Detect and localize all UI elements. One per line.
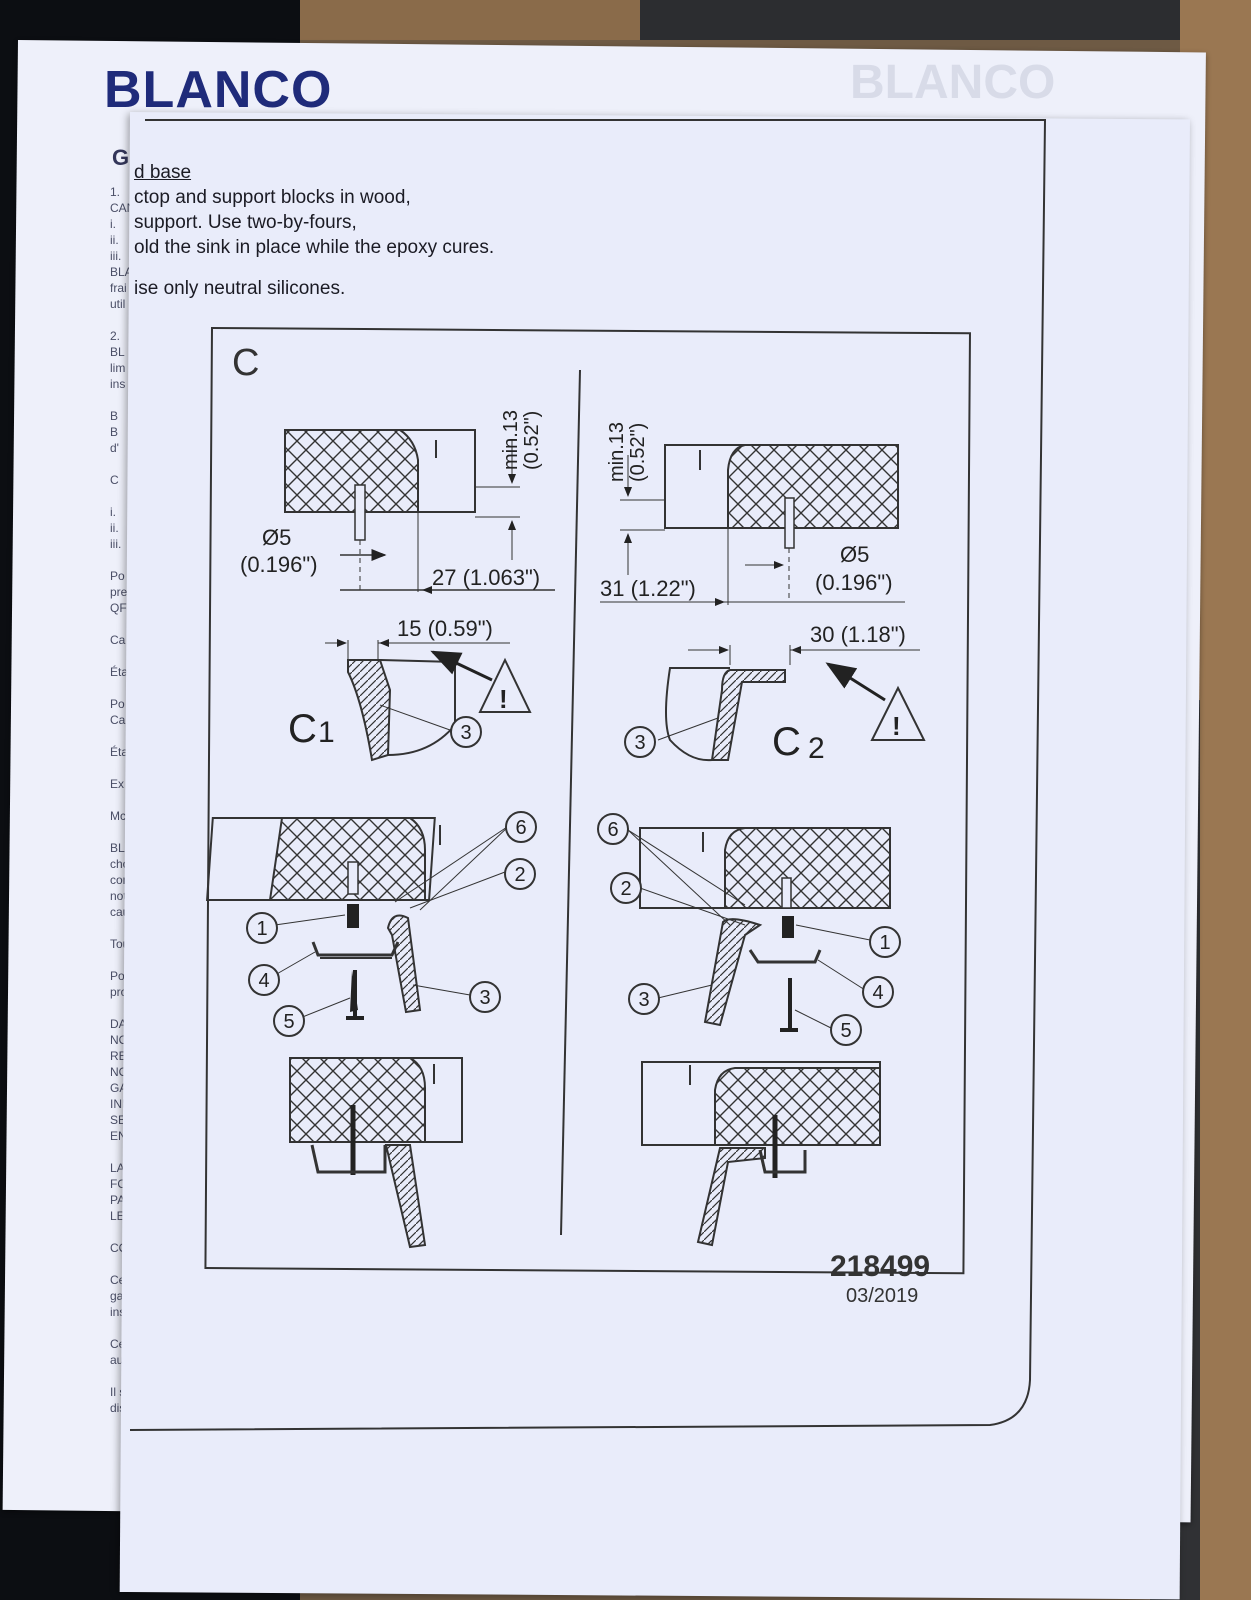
back-page-line: frai xyxy=(110,281,127,295)
back-page-line: iii. xyxy=(110,249,122,263)
back-page-line: B xyxy=(110,409,119,423)
back-page-line: Éta xyxy=(110,665,129,679)
label-c1-index: 1 xyxy=(318,716,335,749)
left-dim-15: 15 (0.59") xyxy=(397,616,493,641)
front-page-instructions: d base ctop and support blocks in wood, … xyxy=(134,160,494,301)
back-page-line: BLA xyxy=(110,265,133,279)
front-heading: d base xyxy=(134,162,192,183)
back-page-line: iii. xyxy=(110,537,122,551)
background-felt xyxy=(640,0,1200,40)
back-page-line: Po xyxy=(110,569,125,583)
front-line-3: old the sink in place while the epoxy cu… xyxy=(134,237,495,258)
callout-6: 6 xyxy=(515,817,526,839)
label-c2-index: 2 xyxy=(808,732,825,765)
left-min-label: min.13 xyxy=(500,410,522,470)
figure-label: C xyxy=(232,342,259,384)
back-page-line: B xyxy=(110,425,119,439)
back-page-line: d' xyxy=(110,441,119,455)
page-border xyxy=(129,119,1047,1431)
back-page-line: Ca xyxy=(110,713,126,727)
front-line-4: ise only neutral silicones. xyxy=(134,278,346,299)
right-min-inch: (0.52") xyxy=(627,423,649,482)
callout-2: 2 xyxy=(514,864,525,886)
back-page-line: 1. xyxy=(110,185,121,199)
back-page-line: util xyxy=(110,297,126,311)
back-page-line: ii. xyxy=(110,233,119,247)
figure-frame xyxy=(204,326,971,1275)
back-page-line: C xyxy=(110,473,119,487)
left-countertop-section xyxy=(284,429,555,594)
callout-2: 2 xyxy=(620,878,631,900)
right-c2-profile xyxy=(657,645,926,762)
blanco-logo-ghost: BLANCO xyxy=(850,56,1056,109)
blanco-logo: BLANCO xyxy=(104,61,333,119)
callout-circles: 3 3 6 2 1 4 3 5 6 2 1 4 3 5 xyxy=(246,716,901,1046)
background-box-top xyxy=(300,0,640,40)
right-exploded-assembly xyxy=(627,827,891,1032)
right-dim-31: 31 (1.22") xyxy=(600,576,696,601)
callout-1: 1 xyxy=(879,932,890,954)
back-page-line: Po xyxy=(110,697,125,711)
back-page-line: 2. xyxy=(110,329,121,343)
callout-3: 3 xyxy=(638,989,649,1011)
callout-4: 4 xyxy=(872,982,883,1004)
document-number: 218499 xyxy=(830,1250,931,1283)
left-c1-profile xyxy=(325,639,532,762)
warning-icon-right: ! xyxy=(892,711,901,741)
back-page-line: Mc xyxy=(110,809,126,823)
right-diameter: Ø5 xyxy=(840,542,869,567)
back-page-line: lim xyxy=(110,361,126,375)
document-date: 03/2019 xyxy=(846,1285,919,1307)
callout-3: 3 xyxy=(479,987,490,1009)
front-line-1: ctop and support blocks in wood, xyxy=(134,187,411,208)
left-assembled xyxy=(289,1057,463,1249)
callout-3: 3 xyxy=(634,732,645,754)
front-line-2: support. Use two-by-fours, xyxy=(134,212,357,233)
right-diameter-inch: (0.196") xyxy=(815,570,893,595)
left-dim-27: 27 (1.063") xyxy=(432,565,540,590)
right-min-label: min.13 xyxy=(606,422,628,482)
right-assembled xyxy=(641,1061,881,1247)
back-page-line: i. xyxy=(110,217,116,231)
callout-1: 1 xyxy=(256,918,267,940)
back-page-line: pre xyxy=(110,585,128,599)
callout-4: 4 xyxy=(258,970,269,992)
left-min-inch: (0.52") xyxy=(521,411,543,470)
back-page-line: cor xyxy=(110,873,127,887)
left-exploded-assembly xyxy=(205,817,511,1020)
back-page-line: QF xyxy=(110,601,127,615)
callout-6: 6 xyxy=(607,819,618,841)
back-page-line: BL xyxy=(110,345,125,359)
back-page-line: ins xyxy=(110,377,126,391)
back-page-line: Ca xyxy=(110,633,126,647)
callout-5: 5 xyxy=(840,1020,851,1042)
figure-divider xyxy=(560,369,581,1236)
left-diameter-inch: (0.196") xyxy=(240,552,318,577)
callout-3: 3 xyxy=(460,722,471,744)
right-countertop-section xyxy=(600,444,905,606)
back-page-line: Ex xyxy=(110,777,125,791)
label-c1: C xyxy=(288,707,317,751)
back-page-line: Éta xyxy=(110,745,129,759)
label-c2: C xyxy=(772,720,801,764)
right-dim-30: 30 (1.18") xyxy=(810,622,906,647)
callout-5: 5 xyxy=(283,1011,294,1033)
left-diameter: Ø5 xyxy=(262,525,291,550)
warning-icon: ! xyxy=(499,684,508,714)
back-page-line: ii. xyxy=(110,521,119,535)
back-page-line: i. xyxy=(110,505,116,519)
